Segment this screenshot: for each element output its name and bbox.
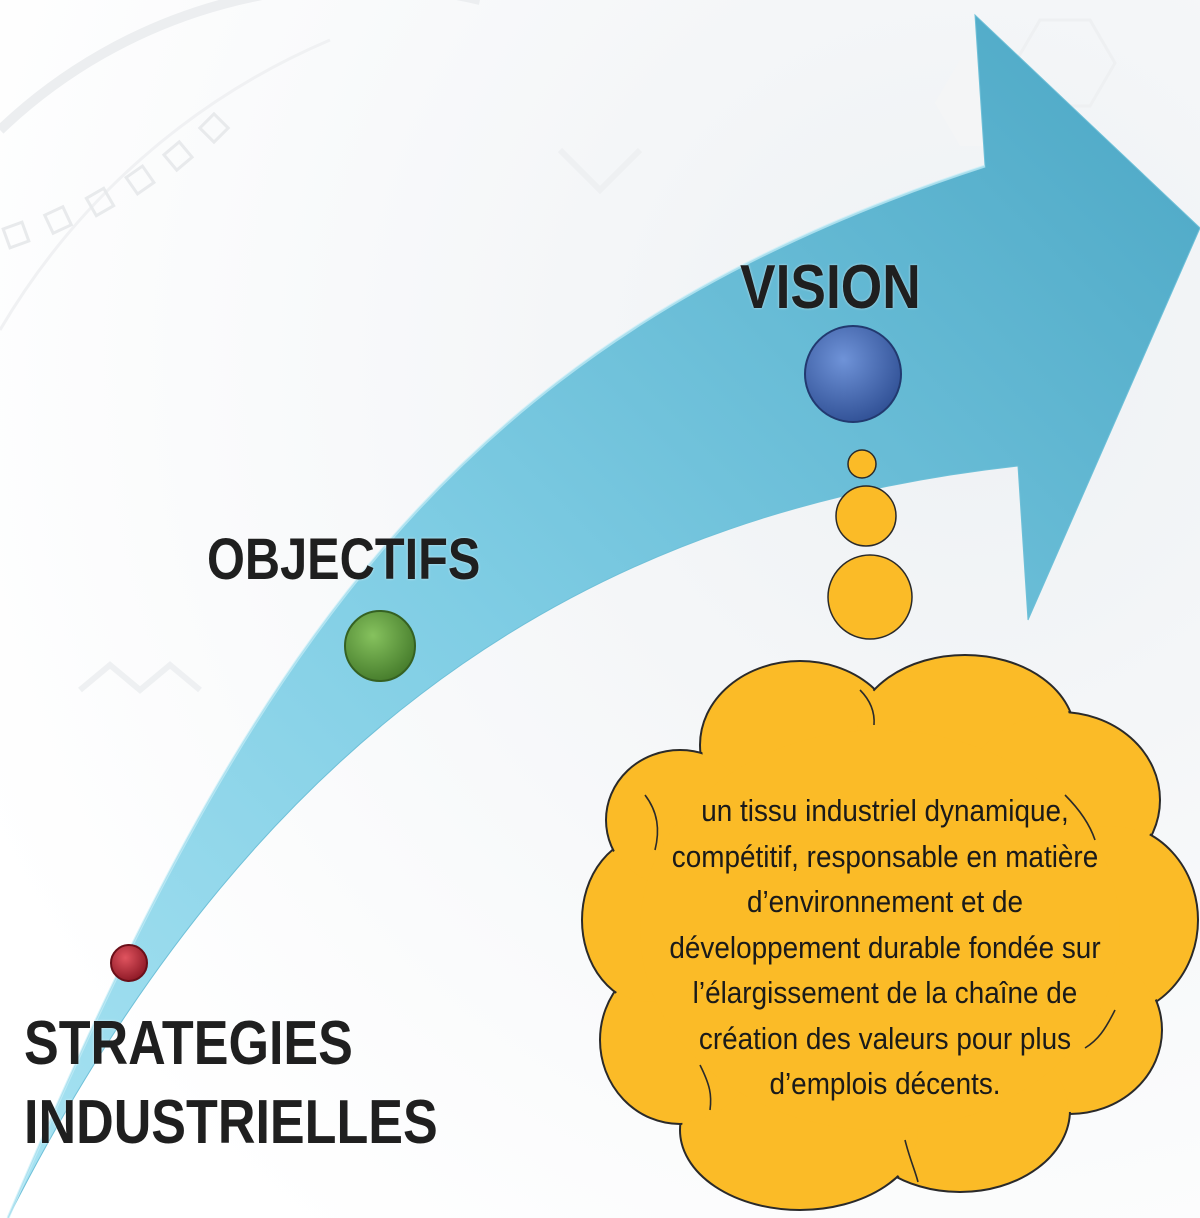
industrielles-label-line: INDUSTRIELLES [24,1088,438,1158]
strategies-marker [110,944,148,982]
objectifs-label: OBJECTIFS [207,527,481,592]
thought-bubbles [827,449,913,640]
vision-marker [804,325,902,423]
strategies-label-line: STRATEGIES [24,1009,353,1078]
vision-description: un tissu industriel dynamique, compétiti… [669,793,1101,1101]
vision-cloud [581,654,1199,1211]
objectifs-marker [344,610,416,682]
vision-label: VISION [740,253,921,322]
strategies-industrielles-label: STRATEGIES INDUSTRIELLES [24,1004,438,1163]
